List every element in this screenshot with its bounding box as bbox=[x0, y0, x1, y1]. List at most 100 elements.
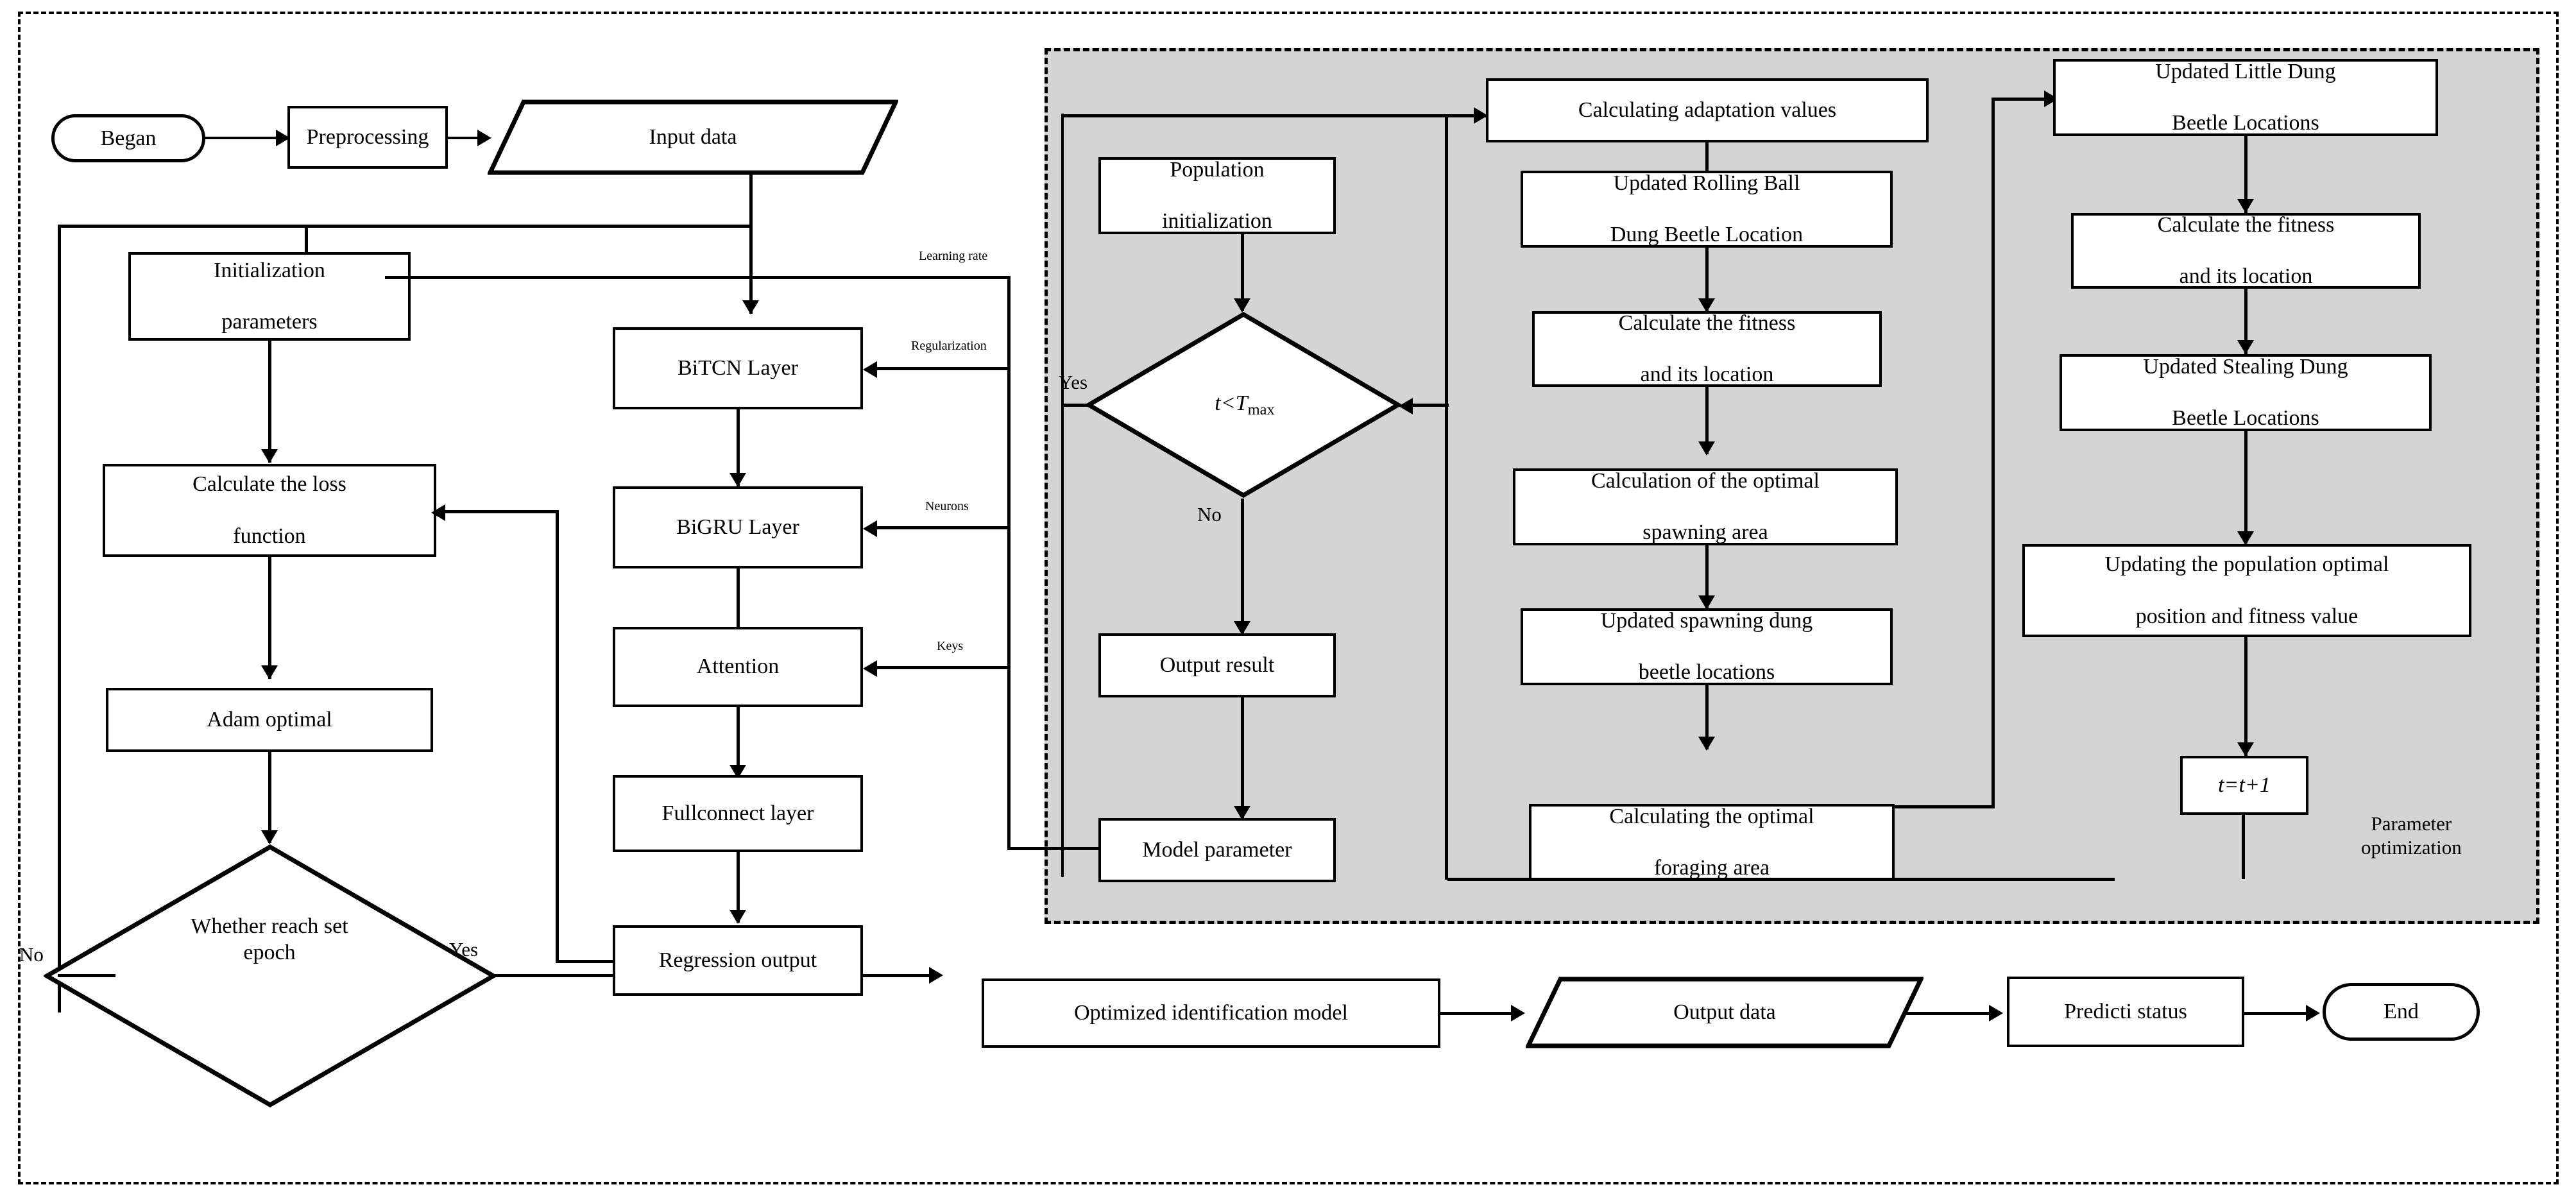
node-output-data[interactable]: Output data bbox=[1526, 977, 1923, 1048]
edge-began-preprocessing bbox=[205, 137, 282, 139]
node-model-parameter[interactable]: Model parameter bbox=[1098, 818, 1336, 882]
arrowhead-input-bitcn bbox=[742, 300, 759, 314]
node-updated-spawning-locations-label: Updated spawning dung beetle locations bbox=[1600, 608, 1813, 685]
edge-optimized-outputdata bbox=[1440, 1012, 1521, 1015]
node-updated-little-dung-label: Updated Little Dung Beetle Locations bbox=[2155, 59, 2336, 135]
edge-regression-into-loss bbox=[434, 510, 558, 513]
arrowhead-began-preprocessing bbox=[276, 130, 290, 146]
arrowhead-decision-optimized bbox=[929, 967, 943, 984]
node-calculate-loss-function[interactable]: Calculate the loss function bbox=[103, 464, 436, 557]
edge-littledung-fitness bbox=[2244, 136, 2248, 213]
node-updating-population-optimal[interactable]: Updating the population optimal position… bbox=[2022, 544, 2471, 637]
arrowhead-popinit-decision bbox=[1234, 298, 1250, 312]
arrowhead-tmax-output bbox=[1234, 621, 1250, 635]
node-updated-rolling-ball[interactable]: Updated Rolling Ball Dung Beetle Locatio… bbox=[1521, 171, 1893, 248]
node-end[interactable]: End bbox=[2323, 983, 2480, 1041]
node-attention[interactable]: Attention bbox=[613, 627, 863, 707]
edge-tincrement-down bbox=[2242, 815, 2245, 879]
arrowhead-keys bbox=[863, 660, 877, 677]
arrowhead-output-modelparam bbox=[1234, 806, 1250, 820]
node-whether-reach-epoch-label: Whether reach set epoch bbox=[191, 914, 348, 964]
node-fullconnect-layer[interactable]: Fullconnect layer bbox=[613, 775, 863, 852]
edge-regularization bbox=[873, 367, 1011, 370]
edge-outputdata-predict bbox=[1904, 1012, 1997, 1015]
edge-no-feedback-top bbox=[58, 225, 753, 228]
node-bigru-layer[interactable]: BiGRU Layer bbox=[613, 486, 863, 568]
node-end-label: End bbox=[2384, 1000, 2419, 1023]
node-preprocessing-label: Preprocessing bbox=[306, 124, 429, 149]
node-began[interactable]: Began bbox=[51, 114, 205, 162]
node-t-lt-tmax-label: t<Tmax bbox=[1215, 391, 1275, 418]
edge-no-feedback-vertical bbox=[58, 225, 61, 1012]
edge-label-epoch-no: No bbox=[19, 943, 44, 966]
node-t-increment[interactable]: t=t+1 bbox=[2180, 756, 2308, 815]
edge-regression-loopback-v bbox=[556, 510, 559, 963]
node-updated-spawning-locations[interactable]: Updated spawning dung beetle locations bbox=[1521, 608, 1893, 685]
node-optimized-identification-model[interactable]: Optimized identification model bbox=[982, 978, 1440, 1048]
edge-label-regularization: Regularization bbox=[911, 339, 987, 353]
edge-predict-end bbox=[2244, 1012, 2314, 1015]
edge-fitness-spawningarea bbox=[1705, 387, 1709, 454]
node-calculate-fitness-right-label: Calculate the fitness and its location bbox=[2157, 212, 2335, 289]
edge-right-rail-to-little-dung bbox=[1992, 98, 2053, 101]
node-preprocessing[interactable]: Preprocessing bbox=[287, 106, 448, 169]
edge-attention-fullconnect bbox=[737, 707, 740, 779]
node-updated-stealing-dung[interactable]: Updated Stealing Dung Beetle Locations bbox=[2060, 354, 2432, 431]
node-t-lt-tmax[interactable]: t<Tmax bbox=[1116, 384, 1373, 426]
arrowhead-updatingpop-tincrement bbox=[2237, 742, 2254, 756]
node-output-data-label: Output data bbox=[1673, 1000, 1776, 1024]
node-optimal-foraging-area[interactable]: Calculating the optimal foraging area bbox=[1529, 804, 1895, 881]
node-optimal-spawning-area[interactable]: Calculation of the optimal spawning area bbox=[1513, 468, 1898, 545]
panel-loop-left-rail bbox=[1061, 114, 1454, 877]
node-initialization-parameters-label: Initialization parameters bbox=[214, 258, 325, 334]
node-input-data[interactable]: Input data bbox=[488, 99, 898, 175]
node-calculating-adaptation-values[interactable]: Calculating adaptation values bbox=[1486, 78, 1929, 142]
edge-init-loss bbox=[268, 341, 271, 463]
edge-label-tmax-no: No bbox=[1197, 503, 1222, 525]
node-optimized-identification-model-label: Optimized identification model bbox=[1074, 1000, 1348, 1025]
edge-fullconnect-regression bbox=[737, 852, 740, 923]
panel-caption: Parameter optimization bbox=[2361, 812, 2462, 859]
edge-loss-adam bbox=[268, 557, 271, 679]
node-output-result-label: Output result bbox=[1159, 653, 1275, 677]
edge-updatedspawning-foraging bbox=[1705, 685, 1709, 749]
node-began-label: Began bbox=[100, 126, 157, 150]
node-predict-status[interactable]: Predicti status bbox=[2007, 977, 2244, 1047]
node-calculate-fitness-right[interactable]: Calculate the fitness and its location bbox=[2071, 213, 2421, 289]
edge-label-learning-rate: Learning rate bbox=[919, 249, 988, 263]
arrowhead-littledung-fitness bbox=[2237, 199, 2254, 213]
node-calculate-fitness-middle-label: Calculate the fitness and its location bbox=[1618, 311, 1796, 387]
node-calculate-loss-function-label: Calculate the loss function bbox=[192, 472, 346, 548]
node-output-result[interactable]: Output result bbox=[1098, 633, 1336, 697]
outer-dashed-frame bbox=[18, 12, 2559, 1184]
node-input-data-label: Input data bbox=[649, 125, 737, 149]
arrowhead-fullconnect-regression bbox=[729, 910, 746, 924]
node-regression-output[interactable]: Regression output bbox=[613, 925, 863, 996]
node-predict-status-label: Predicti status bbox=[2064, 999, 2187, 1023]
arrowhead-predict-end bbox=[2306, 1005, 2320, 1021]
edge-adam-decision bbox=[268, 752, 271, 843]
edge-right-rail-vertical bbox=[1992, 98, 1995, 808]
edge-input-down bbox=[749, 173, 753, 314]
node-whether-reach-epoch[interactable]: Whether reach set epoch bbox=[71, 898, 468, 982]
node-updated-stealing-dung-label: Updated Stealing Dung Beetle Locations bbox=[2143, 354, 2348, 431]
arrowhead-regression-into-loss bbox=[431, 504, 445, 521]
edge-bigru-attention bbox=[737, 568, 740, 644]
node-output-data-shape bbox=[1526, 977, 1923, 1048]
node-optimal-foraging-area-label: Calculating the optimal foraging area bbox=[1609, 804, 1814, 880]
edge-rolling-fitness bbox=[1705, 248, 1709, 312]
node-adam-optimal[interactable]: Adam optimal bbox=[106, 688, 433, 752]
arrowhead-bitcn-bigru bbox=[729, 473, 746, 487]
node-population-initialization[interactable]: Population initialization bbox=[1098, 157, 1336, 234]
node-updated-little-dung[interactable]: Updated Little Dung Beetle Locations bbox=[2053, 59, 2438, 136]
node-regression-output-label: Regression output bbox=[658, 948, 817, 972]
node-initialization-parameters[interactable]: Initialization parameters bbox=[128, 252, 411, 341]
arrowhead-fitness-stealing bbox=[2237, 340, 2254, 354]
node-calculate-fitness-middle[interactable]: Calculate the fitness and its location bbox=[1532, 311, 1882, 387]
node-bitcn-layer[interactable]: BiTCN Layer bbox=[613, 327, 863, 409]
arrowhead-regularization bbox=[863, 361, 877, 378]
node-population-initialization-label: Population initialization bbox=[1162, 157, 1272, 234]
arrowhead-fitness-spawningarea bbox=[1698, 441, 1715, 456]
param-feed-rail bbox=[1007, 276, 1011, 847]
